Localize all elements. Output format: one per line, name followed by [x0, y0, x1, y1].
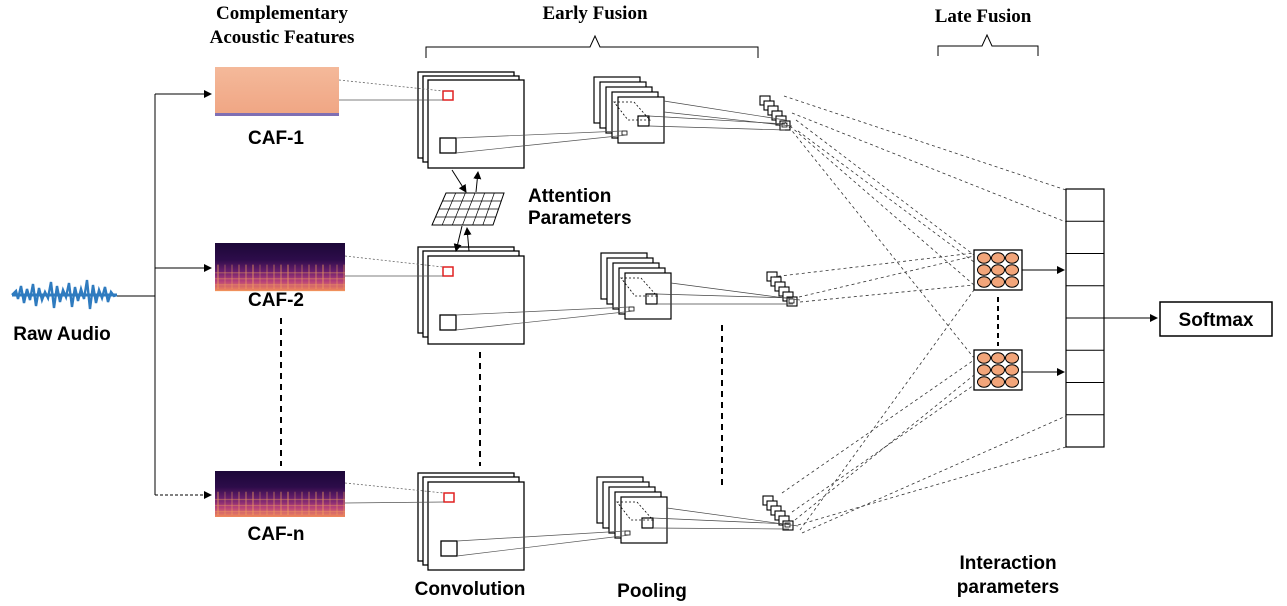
cafn-label: CAF-n	[248, 524, 305, 545]
interaction-label-line1: Interaction	[959, 553, 1056, 574]
late-fusion-heading: Late Fusion	[935, 6, 1032, 27]
attention-label-line1: Attention	[528, 186, 611, 207]
caf-heading-line1: Complementary	[216, 3, 348, 24]
attention-label-line2: Parameters	[528, 208, 632, 229]
cafn-spectrogram	[215, 471, 345, 517]
interaction-label-line2: parameters	[957, 577, 1059, 598]
node-to-vector-arrows	[1022, 266, 1065, 376]
pooling-label: Pooling	[617, 581, 687, 602]
raw-audio-branches	[117, 90, 212, 499]
caf2-label: CAF-2	[248, 290, 304, 311]
feature-stack-2	[766, 271, 798, 307]
convolution-label: Convolution	[415, 579, 526, 600]
caf1-label: CAF-1	[248, 128, 304, 149]
audio-waveform-icon	[11, 279, 118, 310]
caf1-spectrogram	[215, 67, 339, 116]
early-fusion-heading: Early Fusion	[542, 3, 647, 24]
late-fusion-dashed-lines	[771, 95, 1067, 534]
feature-stack-n	[762, 495, 794, 531]
conv-stack-2	[417, 246, 525, 345]
output-vector-icon	[1065, 188, 1105, 448]
caf-to-conv-lines	[338, 79, 445, 504]
pool-stack-1	[593, 76, 665, 144]
caf2-spectrogram	[215, 243, 345, 292]
raw-audio-label: Raw Audio	[13, 324, 110, 345]
early-fusion-brace	[425, 34, 759, 58]
conv-to-pool-lines	[455, 130, 635, 557]
interaction-node-1	[973, 249, 1023, 291]
pool-to-feature-lines	[648, 100, 801, 530]
softmax-box	[1159, 301, 1273, 337]
late-fusion-brace	[937, 33, 1039, 56]
pool-stack-2	[600, 252, 672, 320]
feature-stack-1	[759, 95, 791, 131]
conv-stack-n	[417, 472, 525, 571]
caf-heading-line2: Acoustic Features	[210, 27, 355, 48]
pool-stack-n	[596, 476, 668, 544]
softmax-label: Softmax	[1179, 310, 1254, 331]
attention-arrows	[451, 169, 482, 252]
attention-grid-icon	[431, 192, 505, 226]
conv-stack-1	[417, 71, 525, 169]
interaction-node-2	[973, 349, 1023, 391]
